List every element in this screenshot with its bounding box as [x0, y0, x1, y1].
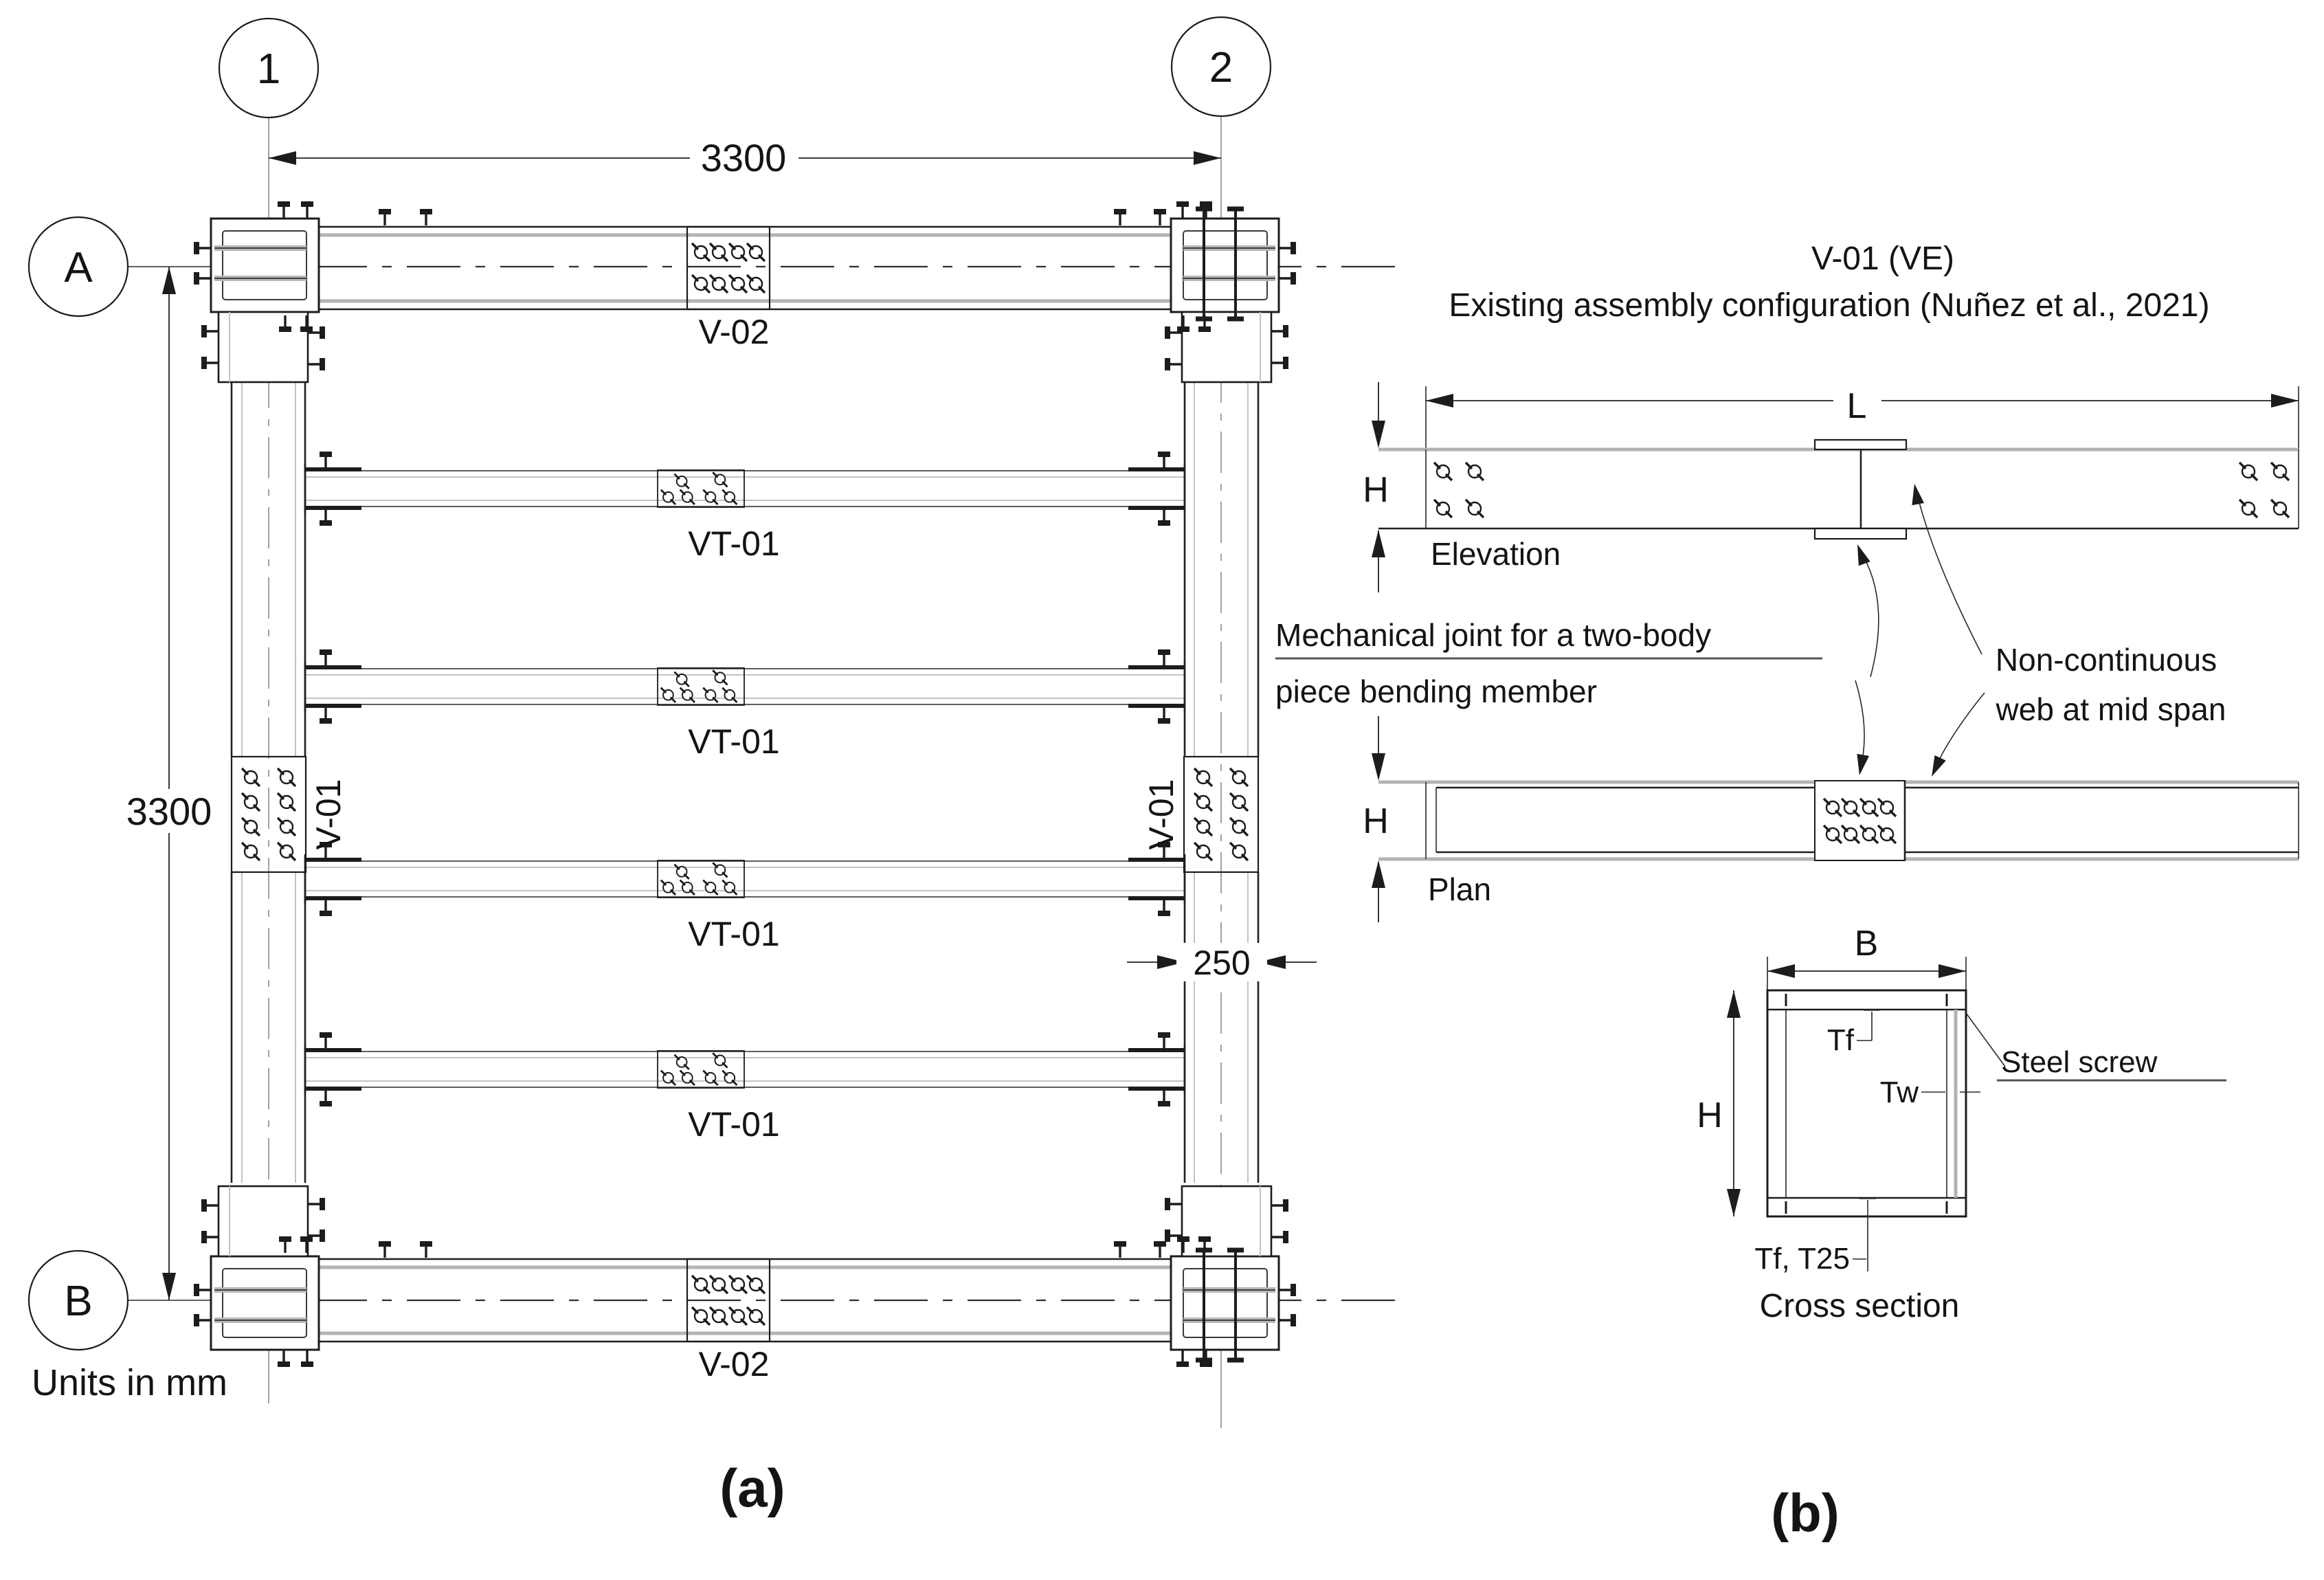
corner-connection-bottom-right: [1165, 1186, 1296, 1367]
elevation-dim-H: H: [1363, 382, 1389, 592]
dim-left-value: 3300: [126, 790, 212, 833]
mech-joint-line2: piece bending member: [1275, 674, 1597, 709]
vt-beam-1-label: VT-01: [688, 524, 779, 563]
elevation-view: Elevation: [1378, 438, 2299, 572]
column-left-label: V-01: [309, 779, 348, 850]
grid-bubble-1-label: 1: [257, 45, 280, 93]
dimension-250: 250: [1127, 943, 1317, 982]
cross-section-label: Cross section: [1760, 1288, 1960, 1324]
annotation-mechanical-joint: Mechanical joint for a two-body piece be…: [1275, 542, 1879, 777]
vt-beam-2: VT-01: [305, 649, 1185, 761]
grid-bubble-B: B: [27, 1249, 129, 1351]
section-dim-bottom-label: Tf, T25: [1754, 1242, 1850, 1276]
elevation-label: Elevation: [1431, 536, 1561, 572]
annotation-noncontinuous-web: Non-continuous web at mid span: [1908, 482, 2226, 779]
beam-v02-top-label: V-02: [699, 313, 770, 351]
beam-v02-top: V-02: [317, 208, 1176, 351]
vt-beam-3-label: VT-01: [688, 915, 779, 953]
section-dim-Tw-label: Tw: [1880, 1076, 1919, 1109]
corner-connection-top-right: [1165, 201, 1296, 382]
plan-dim-H-label: H: [1363, 801, 1389, 841]
vt-beam-4-label: VT-01: [688, 1105, 779, 1144]
column-right: V-01: [1142, 382, 1260, 1183]
detail-panel: V-01 (VE) Existing assembly configuratio…: [1275, 241, 2299, 1543]
section-dim-B-label: B: [1855, 924, 1879, 964]
frame-plan-panel: 1 2 A B 3300 3300: [27, 16, 1395, 1518]
mech-joint-line1: Mechanical joint for a two-body: [1275, 617, 1711, 653]
units-note: Units in mm: [32, 1362, 227, 1403]
grid-bubble-A-label: A: [64, 244, 93, 291]
vt-beam-2-label: VT-01: [688, 722, 779, 761]
beam-v02-bottom: V-02: [317, 1240, 1176, 1383]
plan-mid-splice: [1814, 780, 1906, 861]
grid-bubble-2-label: 2: [1209, 44, 1233, 91]
section-dim-H-label: H: [1697, 1095, 1723, 1135]
plan-dim-H: H: [1363, 716, 1389, 922]
column-right-label: V-01: [1142, 779, 1181, 850]
caption-b: (b): [1771, 1482, 1840, 1543]
corner-connection-top-left: [194, 201, 325, 382]
grid-bubble-1: 1: [218, 17, 320, 119]
noncont-line2: web at mid span: [1996, 691, 2226, 727]
elevation-dim-L-label: L: [1847, 386, 1867, 426]
grid-bubble-A: A: [27, 216, 129, 318]
vt-beam-4: VT-01: [305, 1032, 1185, 1144]
elevation-mid-joint: [1813, 438, 1908, 540]
elevation-dim-H-label: H: [1363, 470, 1389, 510]
plan-view: Plan: [1378, 780, 2299, 907]
grid-bubble-2: 2: [1170, 16, 1272, 118]
steel-screw-label: Steel screw: [2001, 1045, 2158, 1079]
cross-section: B H Tf Tw: [1697, 924, 2226, 1324]
noncont-line1: Non-continuous: [1996, 642, 2217, 678]
column-left: V-01: [230, 382, 348, 1183]
dimension-top-3300: 3300: [269, 135, 1221, 180]
dim-250-value: 250: [1193, 944, 1250, 982]
section-dim-Tf-label: Tf: [1827, 1023, 1855, 1057]
corner-connection-bottom-left: [194, 1186, 325, 1367]
dimension-left-3300: 3300: [115, 267, 224, 1300]
detail-subtitle: Existing assembly configuration (Nuñez e…: [1449, 287, 2209, 324]
dim-top-value: 3300: [701, 136, 787, 179]
plan-label: Plan: [1428, 871, 1491, 907]
beam-v02-bottom-label: V-02: [699, 1345, 770, 1383]
detail-title: V-01 (VE): [1811, 241, 1954, 277]
caption-a: (a): [719, 1458, 785, 1518]
grid-bubble-B-label: B: [64, 1278, 92, 1325]
elevation-dim-L: L: [1425, 377, 2299, 449]
vt-beam-3: VT-01: [305, 842, 1185, 953]
vt-beam-1: VT-01: [305, 452, 1185, 563]
